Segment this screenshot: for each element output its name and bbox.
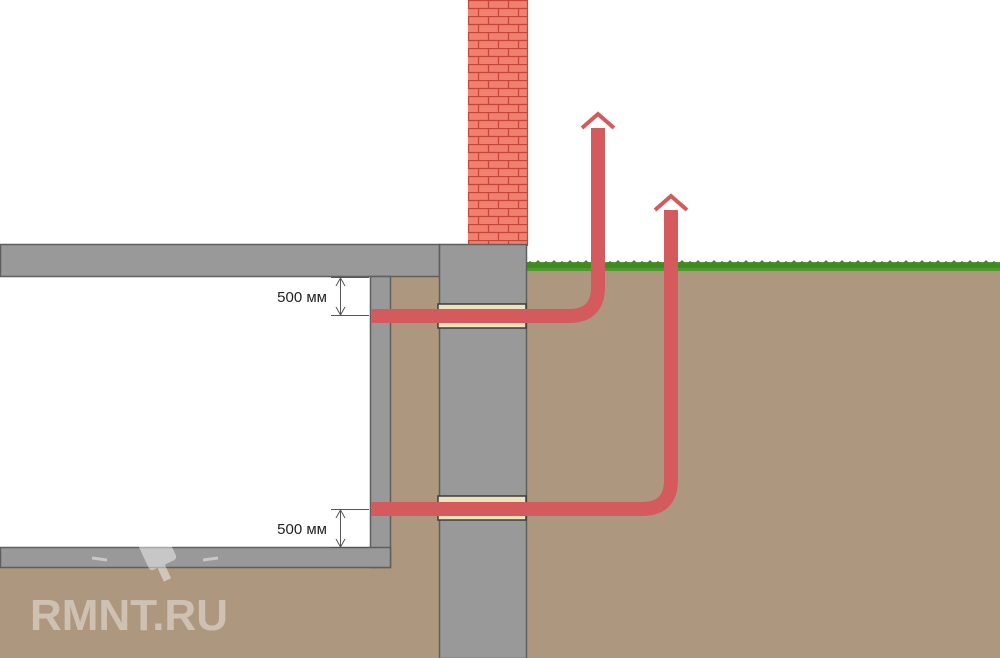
floor-slab bbox=[0, 243, 441, 278]
upper-vent-pipe bbox=[371, 111, 616, 323]
upper-vent-arrow-icon bbox=[580, 111, 616, 130]
watermark-text: RMNT.RU bbox=[30, 591, 228, 640]
lower-vent-pipe bbox=[371, 193, 689, 516]
grass bbox=[526, 260, 1000, 271]
lower-vent-arrow-icon bbox=[653, 193, 689, 212]
lower-dimension-label: 500 мм bbox=[277, 521, 327, 538]
basement-floor bbox=[0, 546, 392, 569]
upper-dimension: 500 мм bbox=[277, 276, 369, 317]
brick-wall bbox=[468, 0, 527, 246]
upper-dimension-label: 500 мм bbox=[277, 289, 327, 306]
basement-space bbox=[0, 276, 370, 548]
lower-dimension: 500 мм bbox=[277, 508, 369, 549]
watermark-logo bbox=[91, 495, 219, 582]
